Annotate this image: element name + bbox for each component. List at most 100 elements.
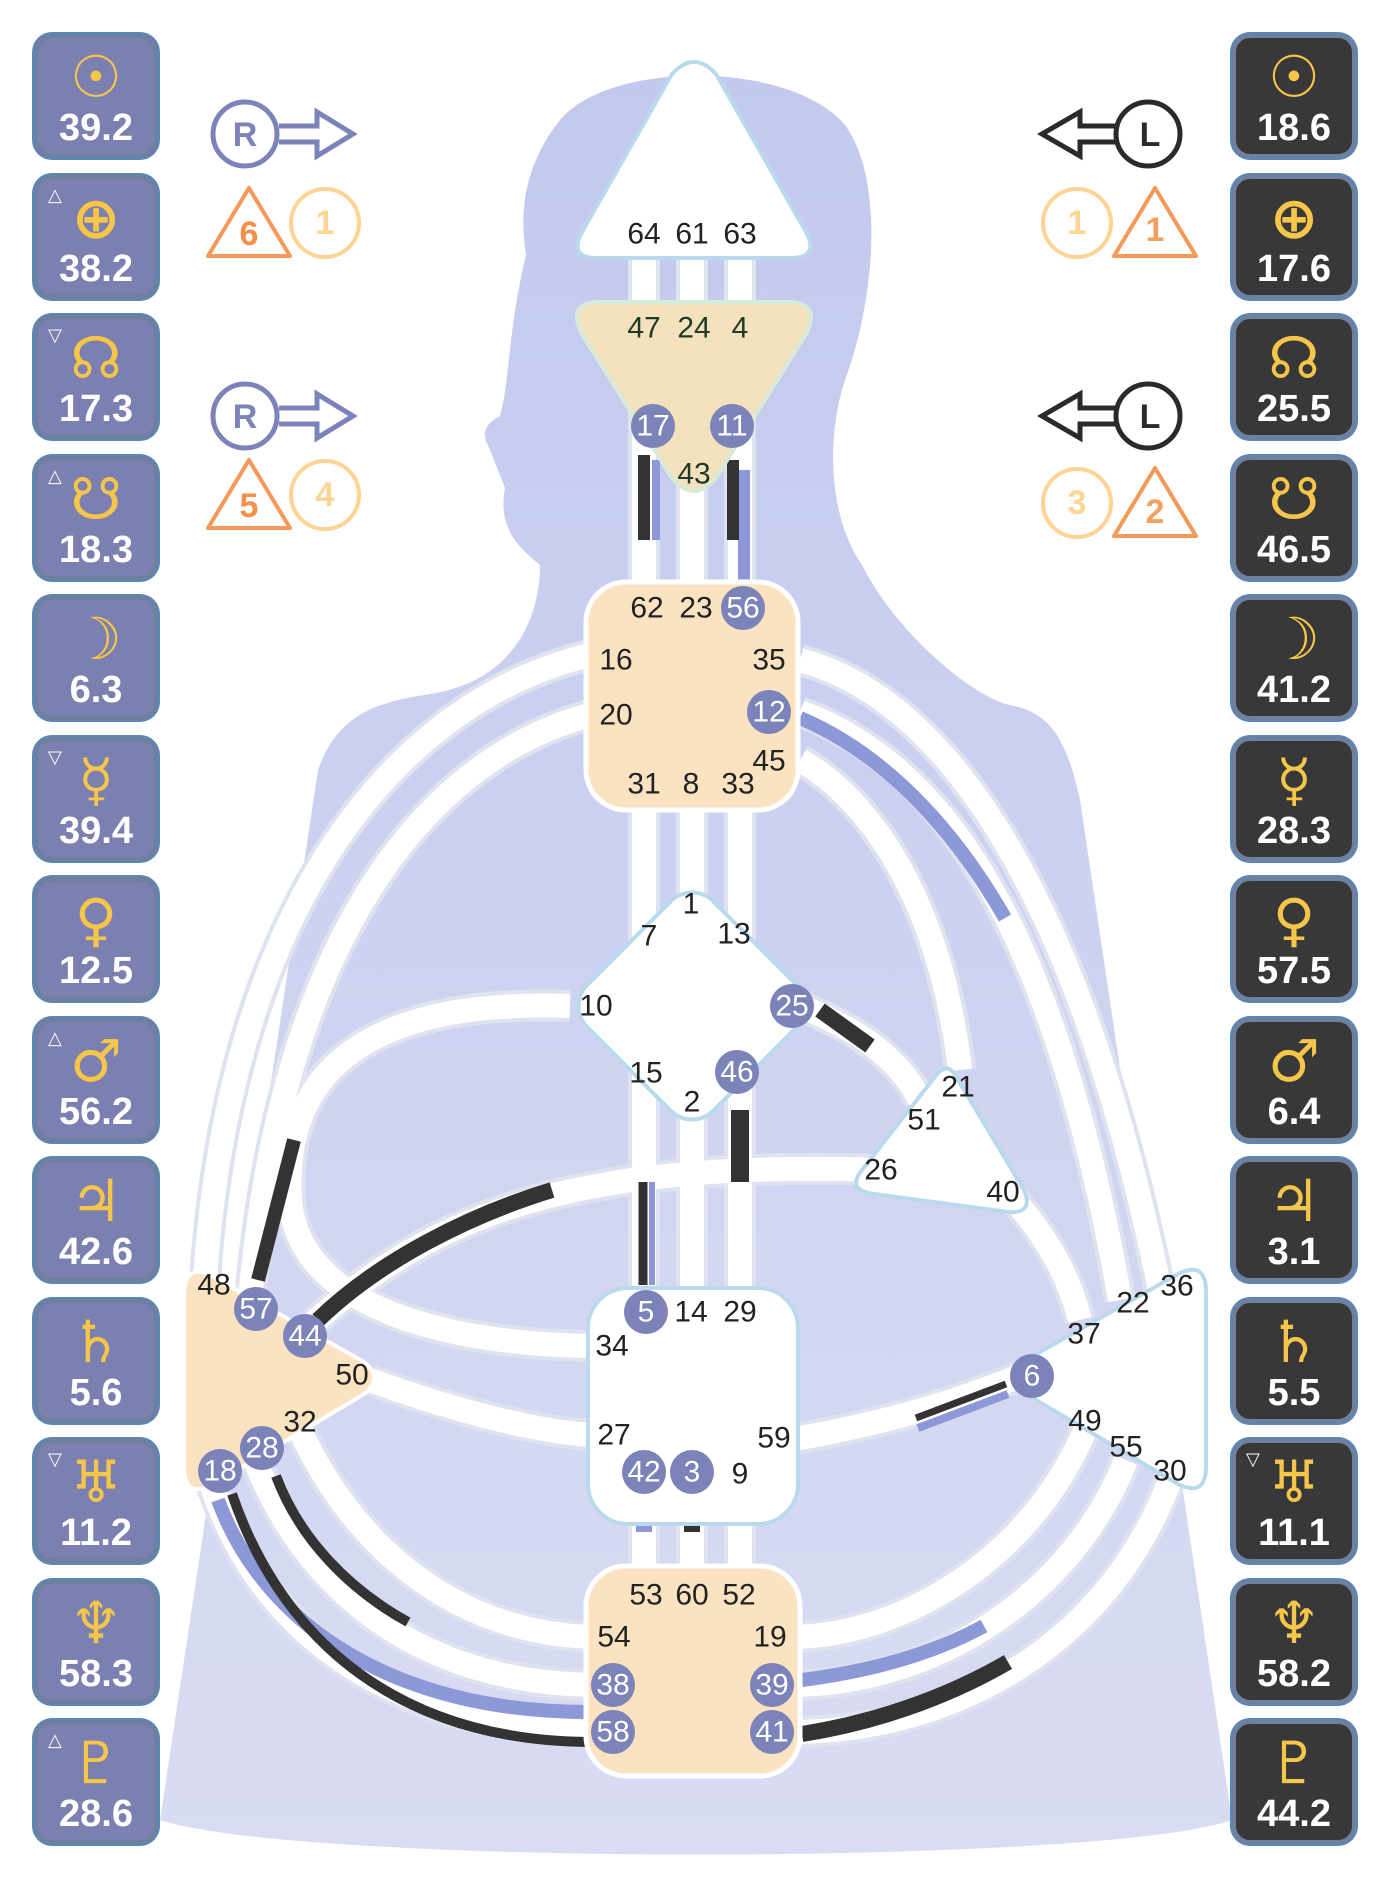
- gate-17[interactable]: 17: [636, 410, 669, 443]
- personality-line: [227, 1492, 589, 1747]
- gate-22[interactable]: 22: [1116, 1287, 1149, 1320]
- personality-planet-moon[interactable]: ☽41.2: [1232, 596, 1356, 720]
- gate-19[interactable]: 19: [753, 1621, 786, 1654]
- personality-planet-mars[interactable]: ♂6.4: [1232, 1017, 1356, 1142]
- gate-18[interactable]: 18: [203, 1455, 236, 1488]
- gate-60[interactable]: 60: [675, 1579, 708, 1612]
- design-planet-mercury[interactable]: ▽☿39.4: [34, 736, 158, 861]
- gate-36[interactable]: 36: [1160, 1270, 1193, 1303]
- spleen-center[interactable]: [182, 1270, 376, 1491]
- design-planet-north-node[interactable]: ▽☊17.3: [34, 315, 158, 439]
- gate-line-value: 5.5: [1267, 1371, 1321, 1414]
- gate-34[interactable]: 34: [595, 1330, 628, 1363]
- gate-line-value: 6.3: [69, 669, 123, 711]
- design-planet-sun[interactable]: ☉39.2: [34, 34, 158, 158]
- gate-11[interactable]: 11: [716, 410, 747, 443]
- personality-planet-uranus[interactable]: ▽♅11.1: [1232, 1439, 1356, 1563]
- gate-49[interactable]: 49: [1068, 1405, 1101, 1438]
- gate-35[interactable]: 35: [752, 644, 785, 677]
- gate-7[interactable]: 7: [641, 920, 658, 953]
- gate-62[interactable]: 62: [630, 592, 663, 625]
- design-planet-saturn[interactable]: ♄5.6: [34, 1298, 158, 1423]
- gate-5[interactable]: 5: [638, 1296, 655, 1329]
- throat-center[interactable]: [583, 579, 801, 813]
- color-circle: 4: [289, 459, 361, 531]
- gate-48[interactable]: 48: [197, 1269, 230, 1302]
- gate-15[interactable]: 15: [629, 1057, 662, 1090]
- gate-52[interactable]: 52: [722, 1579, 755, 1612]
- gate-8[interactable]: 8: [683, 768, 700, 801]
- gate-23[interactable]: 23: [679, 592, 712, 625]
- gate-55[interactable]: 55: [1109, 1431, 1142, 1464]
- gate-44[interactable]: 44: [288, 1320, 321, 1353]
- gate-21[interactable]: 21: [941, 1071, 974, 1104]
- personality-planet-mercury[interactable]: ☿28.3: [1232, 736, 1356, 861]
- root-center[interactable]: [583, 1563, 803, 1779]
- gate-13[interactable]: 13: [717, 918, 750, 951]
- gate-63[interactable]: 63: [723, 218, 756, 251]
- gate-28[interactable]: 28: [245, 1432, 278, 1465]
- gate-33[interactable]: 33: [721, 768, 754, 801]
- design-planet-uranus[interactable]: ▽♅11.2: [34, 1439, 158, 1563]
- personality-planet-pluto[interactable]: ♇44.2: [1232, 1720, 1356, 1844]
- design-planet-jupiter[interactable]: ♃42.6: [34, 1158, 158, 1282]
- gate-46[interactable]: 46: [720, 1056, 753, 1089]
- gate-41[interactable]: 41: [755, 1716, 788, 1749]
- gate-20[interactable]: 20: [599, 699, 632, 732]
- personality-planet-north-node[interactable]: ☊25.5: [1232, 315, 1356, 439]
- ego-center[interactable]: [854, 1066, 1029, 1215]
- head-center[interactable]: [575, 60, 813, 260]
- gate-38[interactable]: 38: [596, 1669, 629, 1702]
- gate-37[interactable]: 37: [1067, 1318, 1100, 1351]
- gate-43[interactable]: 43: [677, 458, 710, 491]
- gate-56[interactable]: 56: [726, 592, 759, 625]
- gate-50[interactable]: 50: [335, 1359, 368, 1392]
- design-planet-neptune[interactable]: ♆58.3: [34, 1579, 158, 1704]
- design-planet-moon[interactable]: ☽6.3: [34, 596, 158, 720]
- personality-planet-neptune[interactable]: ♆58.2: [1232, 1579, 1356, 1704]
- gate-30[interactable]: 30: [1153, 1455, 1186, 1488]
- gate-42[interactable]: 42: [627, 1456, 660, 1489]
- gate-47[interactable]: 47: [627, 312, 660, 345]
- design-planet-mars[interactable]: △♂56.2: [34, 1017, 158, 1142]
- design-planet-pluto[interactable]: △♇28.6: [34, 1720, 158, 1844]
- gate-64[interactable]: 64: [627, 218, 660, 251]
- gate-9[interactable]: 9: [732, 1458, 749, 1491]
- gate-3[interactable]: 3: [684, 1456, 701, 1489]
- gate-53[interactable]: 53: [629, 1579, 662, 1612]
- gate-1[interactable]: 1: [683, 888, 700, 921]
- design-planet-earth[interactable]: △⊕38.2: [34, 174, 158, 299]
- gate-25[interactable]: 25: [775, 990, 808, 1023]
- gate-57[interactable]: 57: [239, 1293, 272, 1326]
- gate-12[interactable]: 12: [752, 696, 785, 729]
- gate-39[interactable]: 39: [755, 1669, 788, 1702]
- gate-59[interactable]: 59: [757, 1422, 790, 1455]
- design-planet-south-node[interactable]: △☋18.3: [34, 455, 158, 580]
- personality-planet-venus[interactable]: ♀57.5: [1232, 877, 1356, 1001]
- personality-planet-saturn[interactable]: ♄5.5: [1232, 1298, 1356, 1423]
- gate-32[interactable]: 32: [283, 1406, 316, 1439]
- design-planet-venus[interactable]: ♀12.5: [34, 877, 158, 1001]
- gate-54[interactable]: 54: [597, 1621, 630, 1654]
- gate-2[interactable]: 2: [684, 1086, 701, 1119]
- gate-24[interactable]: 24: [677, 312, 710, 345]
- gate-51[interactable]: 51: [907, 1104, 940, 1137]
- gate-14[interactable]: 14: [674, 1296, 707, 1329]
- gate-61[interactable]: 61: [675, 218, 708, 251]
- gate-10[interactable]: 10: [579, 990, 612, 1023]
- gate-40[interactable]: 40: [986, 1176, 1019, 1209]
- personality-planet-earth[interactable]: ⊕17.6: [1232, 174, 1356, 299]
- ajna-center[interactable]: [575, 300, 813, 493]
- personality-planet-south-node[interactable]: ☋46.5: [1232, 455, 1356, 580]
- gate-16[interactable]: 16: [599, 644, 632, 677]
- personality-planet-jupiter[interactable]: ♃3.1: [1232, 1158, 1356, 1282]
- gate-4[interactable]: 4: [732, 312, 749, 345]
- gate-58[interactable]: 58: [596, 1716, 629, 1749]
- gate-26[interactable]: 26: [864, 1154, 897, 1187]
- gate-29[interactable]: 29: [723, 1296, 756, 1329]
- gate-45[interactable]: 45: [752, 745, 785, 778]
- gate-6[interactable]: 6: [1024, 1360, 1041, 1393]
- gate-27[interactable]: 27: [597, 1419, 630, 1452]
- gate-31[interactable]: 31: [627, 768, 660, 801]
- personality-planet-sun[interactable]: ☉18.6: [1232, 34, 1356, 158]
